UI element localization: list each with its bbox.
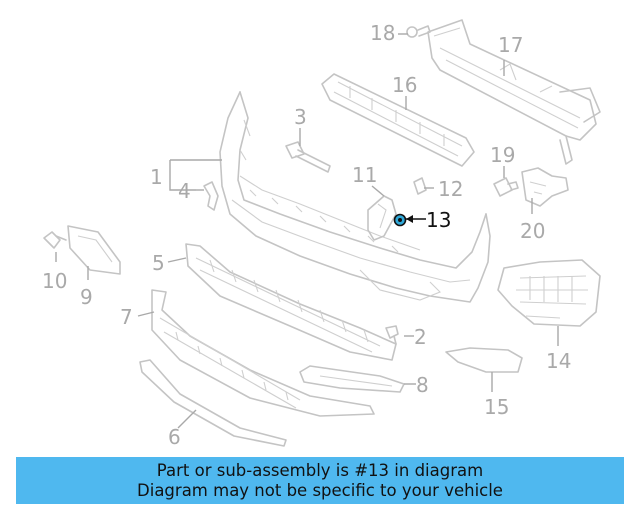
part-6-lip-spoiler — [139, 359, 287, 447]
callout-3: 3 — [294, 105, 307, 129]
callout-labels: 1 2 3 4 5 6 7 8 9 10 11 12 13 14 15 16 1… — [42, 21, 571, 449]
callout-12: 12 — [438, 177, 463, 201]
part-13-highlighted-clip — [393, 213, 426, 227]
part-17-reinforcement-bar — [427, 19, 601, 165]
callout-2: 2 — [414, 325, 427, 349]
leader-lines — [55, 33, 559, 429]
callout-20: 20 — [520, 219, 545, 243]
callout-19: 19 — [490, 143, 515, 167]
part-2-screw — [385, 325, 399, 345]
callout-18: 18 — [370, 21, 395, 45]
callout-9: 9 — [80, 285, 93, 309]
callout-5: 5 — [152, 251, 165, 275]
callout-13: 13 — [426, 208, 451, 232]
part-1-bumper-cover — [219, 91, 491, 303]
part-11-center-bracket — [367, 195, 397, 241]
part-15-fog-cover — [445, 347, 523, 373]
part-3-clip — [285, 141, 331, 173]
parts-diagram: 1 2 3 4 5 6 7 8 9 10 11 12 13 14 15 16 1… — [42, 19, 601, 449]
part-5-upper-grille — [185, 243, 397, 361]
part-7-lower-grille — [151, 289, 375, 417]
part-14-air-duct — [497, 259, 601, 327]
caption-bar: Part or sub-assembly is #13 in diagram D… — [16, 457, 624, 504]
part-10-bolt — [43, 231, 67, 249]
caption-line-1: Part or sub-assembly is #13 in diagram — [156, 461, 484, 480]
callout-4: 4 — [178, 179, 191, 203]
part-12-clip — [413, 177, 427, 195]
callout-17: 17 — [498, 33, 523, 57]
callout-6: 6 — [168, 425, 181, 449]
callout-10: 10 — [42, 269, 67, 293]
callout-11: 11 — [352, 163, 377, 187]
callout-15: 15 — [484, 395, 509, 419]
part-4-bracket — [203, 181, 219, 211]
callout-16: 16 — [392, 73, 417, 97]
part-18-bolt — [406, 25, 431, 38]
callout-14: 14 — [546, 349, 571, 373]
callout-8: 8 — [416, 373, 429, 397]
callout-7: 7 — [120, 305, 133, 329]
part-8-trim-strip — [299, 365, 405, 393]
part-19-sensor — [493, 177, 519, 197]
part-16-energy-absorber — [321, 73, 475, 167]
callout-1: 1 — [150, 165, 163, 189]
caption-line-2: Diagram may not be specific to your vehi… — [137, 481, 503, 500]
part-20-side-bracket — [521, 167, 569, 207]
part-9-plate-bracket — [67, 225, 121, 275]
